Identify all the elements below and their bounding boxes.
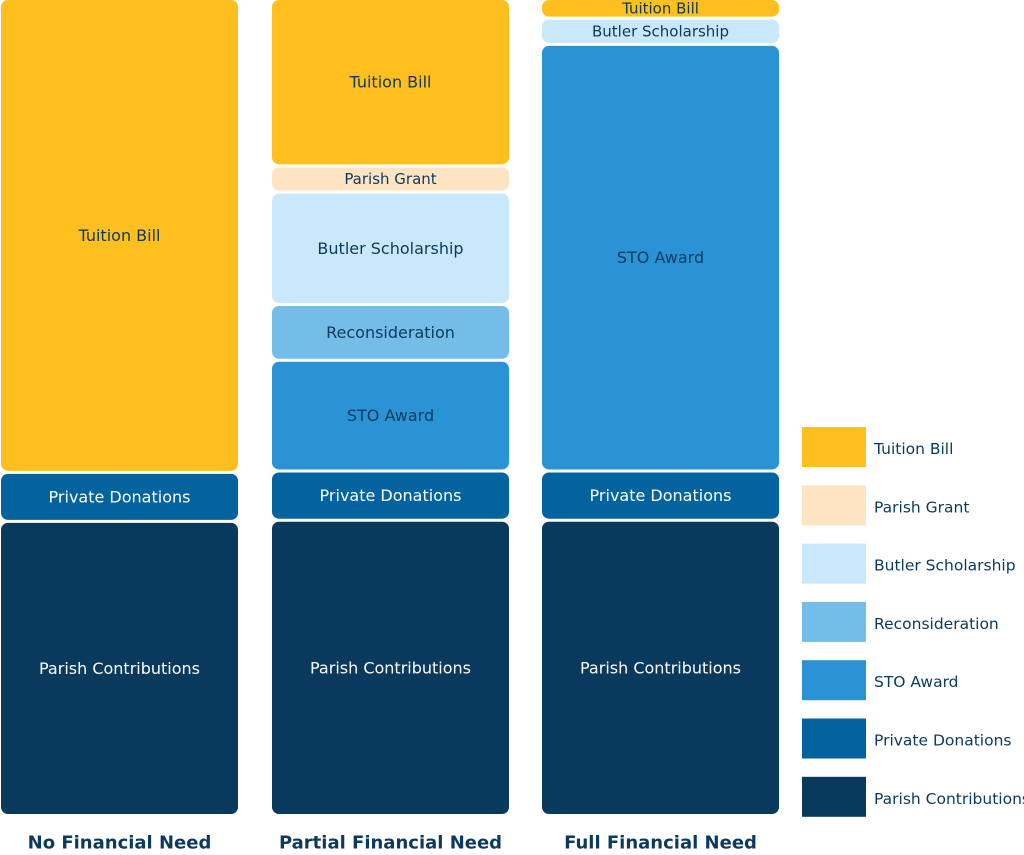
- category-label-no-financial-need: No Financial Need: [28, 833, 212, 854]
- bar-partial-financial-need-reconsideration: [272, 305, 509, 359]
- segment-full-financial-need-parish-contributions: Parish Contributions: [542, 521, 779, 814]
- category-label-partial-financial-need: Partial Financial Need: [279, 833, 502, 854]
- bar-partial-financial-need-parish-grant: [272, 167, 509, 191]
- segment-full-financial-need-tuition-bill: Tuition Bill: [542, 0, 779, 17]
- segment-label-partial-financial-need-private-donations: Private Donations: [320, 486, 462, 505]
- bar-full-financial-need-tuition-bill: [542, 0, 779, 17]
- legend-label-private-donations: Private Donations: [874, 732, 1011, 750]
- legend-label-parish-grant: Parish Grant: [874, 498, 969, 516]
- legend-swatch-sto-award: [802, 660, 866, 701]
- segment-partial-financial-need-tuition-bill: Tuition Bill: [272, 0, 509, 165]
- segment-no-financial-need-parish-contributions: Parish Contributions: [1, 522, 238, 814]
- segment-label-partial-financial-need-sto-award: STO Award: [347, 406, 434, 425]
- legend-item-sto-award: STO Award: [802, 660, 959, 701]
- segment-label-partial-financial-need-parish-grant: Parish Grant: [344, 170, 436, 188]
- segment-partial-financial-need-parish-grant: Parish Grant: [272, 167, 509, 191]
- segment-label-full-financial-need-sto-award: STO Award: [617, 248, 704, 267]
- legend-swatch-reconsideration: [802, 601, 866, 642]
- bar-partial-financial-need-sto-award: [272, 361, 509, 470]
- segment-no-financial-need-private-donations: Private Donations: [1, 473, 238, 520]
- legend-item-tuition-bill: Tuition Bill: [802, 427, 953, 467]
- segment-partial-financial-need-butler-scholarship: Butler Scholarship: [272, 193, 509, 303]
- legend-label-parish-contributions: Parish Contributions: [874, 790, 1024, 808]
- bar-no-financial-need-private-donations: [1, 473, 238, 520]
- segment-partial-financial-need-reconsideration: Reconsideration: [272, 305, 509, 359]
- segment-partial-financial-need-private-donations: Private Donations: [272, 472, 509, 519]
- segment-label-no-financial-need-parish-contributions: Parish Contributions: [39, 659, 200, 678]
- legend-item-private-donations: Private Donations: [802, 718, 1011, 759]
- bar-no-financial-need-tuition-bill: [1, 0, 238, 471]
- segment-no-financial-need-tuition-bill: Tuition Bill: [1, 0, 238, 471]
- legend-label-butler-scholarship: Butler Scholarship: [874, 557, 1016, 575]
- bar-partial-financial-need-parish-contributions: [272, 521, 509, 814]
- legend-item-reconsideration: Reconsideration: [802, 601, 999, 642]
- segment-full-financial-need-sto-award: STO Award: [542, 45, 779, 470]
- segment-label-partial-financial-need-tuition-bill: Tuition Bill: [349, 73, 432, 92]
- segment-label-partial-financial-need-parish-contributions: Parish Contributions: [310, 658, 471, 677]
- legend-swatch-butler-scholarship: [802, 543, 866, 584]
- bar-no-financial-need-parish-contributions: [1, 522, 238, 814]
- legend-item-parish-contributions: Parish Contributions: [802, 776, 1024, 817]
- legend-label-tuition-bill: Tuition Bill: [873, 440, 953, 458]
- segment-label-no-financial-need-private-donations: Private Donations: [49, 487, 191, 506]
- segment-full-financial-need-butler-scholarship: Butler Scholarship: [542, 19, 779, 43]
- segment-full-financial-need-private-donations: Private Donations: [542, 472, 779, 519]
- legend-item-butler-scholarship: Butler Scholarship: [802, 543, 1016, 584]
- legend-swatch-private-donations: [802, 718, 866, 759]
- bar-full-financial-need-butler-scholarship: [542, 19, 779, 43]
- bar-full-financial-need-private-donations: [542, 472, 779, 519]
- legend-item-parish-grant: Parish Grant: [802, 485, 969, 526]
- category-labels: No Financial Need Partial Financial Need F…: [28, 833, 757, 854]
- bar-partial-financial-need-tuition-bill: [272, 0, 509, 165]
- segment-label-no-financial-need-tuition-bill: Tuition Bill: [78, 226, 161, 245]
- legend-label-reconsideration: Reconsideration: [874, 615, 999, 633]
- legend-swatch-parish-contributions: [802, 776, 866, 817]
- segment-partial-financial-need-sto-award: STO Award: [272, 361, 509, 470]
- bar-full-financial-need-sto-award: [542, 45, 779, 470]
- bar-full-financial-need-parish-contributions: [542, 521, 779, 814]
- segment-label-full-financial-need-private-donations: Private Donations: [590, 486, 732, 505]
- segment-partial-financial-need-parish-contributions: Parish Contributions: [272, 521, 509, 814]
- legend-swatch-parish-grant: [802, 485, 866, 526]
- segment-label-full-financial-need-butler-scholarship: Butler Scholarship: [592, 22, 729, 40]
- category-label-full-financial-need: Full Financial Need: [564, 833, 757, 854]
- segment-label-full-financial-need-tuition-bill: Tuition Bill: [621, 0, 699, 17]
- segment-label-partial-financial-need-reconsideration: Reconsideration: [326, 323, 455, 342]
- bar-partial-financial-need-butler-scholarship: [272, 193, 509, 303]
- bars-layer: Parish Contributions Private Donations Tui…: [1, 0, 779, 814]
- segment-label-partial-financial-need-butler-scholarship: Butler Scholarship: [317, 239, 463, 258]
- bar-partial-financial-need-private-donations: [272, 472, 509, 519]
- legend-swatch-tuition-bill: [802, 427, 866, 467]
- segment-label-full-financial-need-parish-contributions: Parish Contributions: [580, 658, 741, 677]
- legend-label-sto-award: STO Award: [874, 673, 959, 691]
